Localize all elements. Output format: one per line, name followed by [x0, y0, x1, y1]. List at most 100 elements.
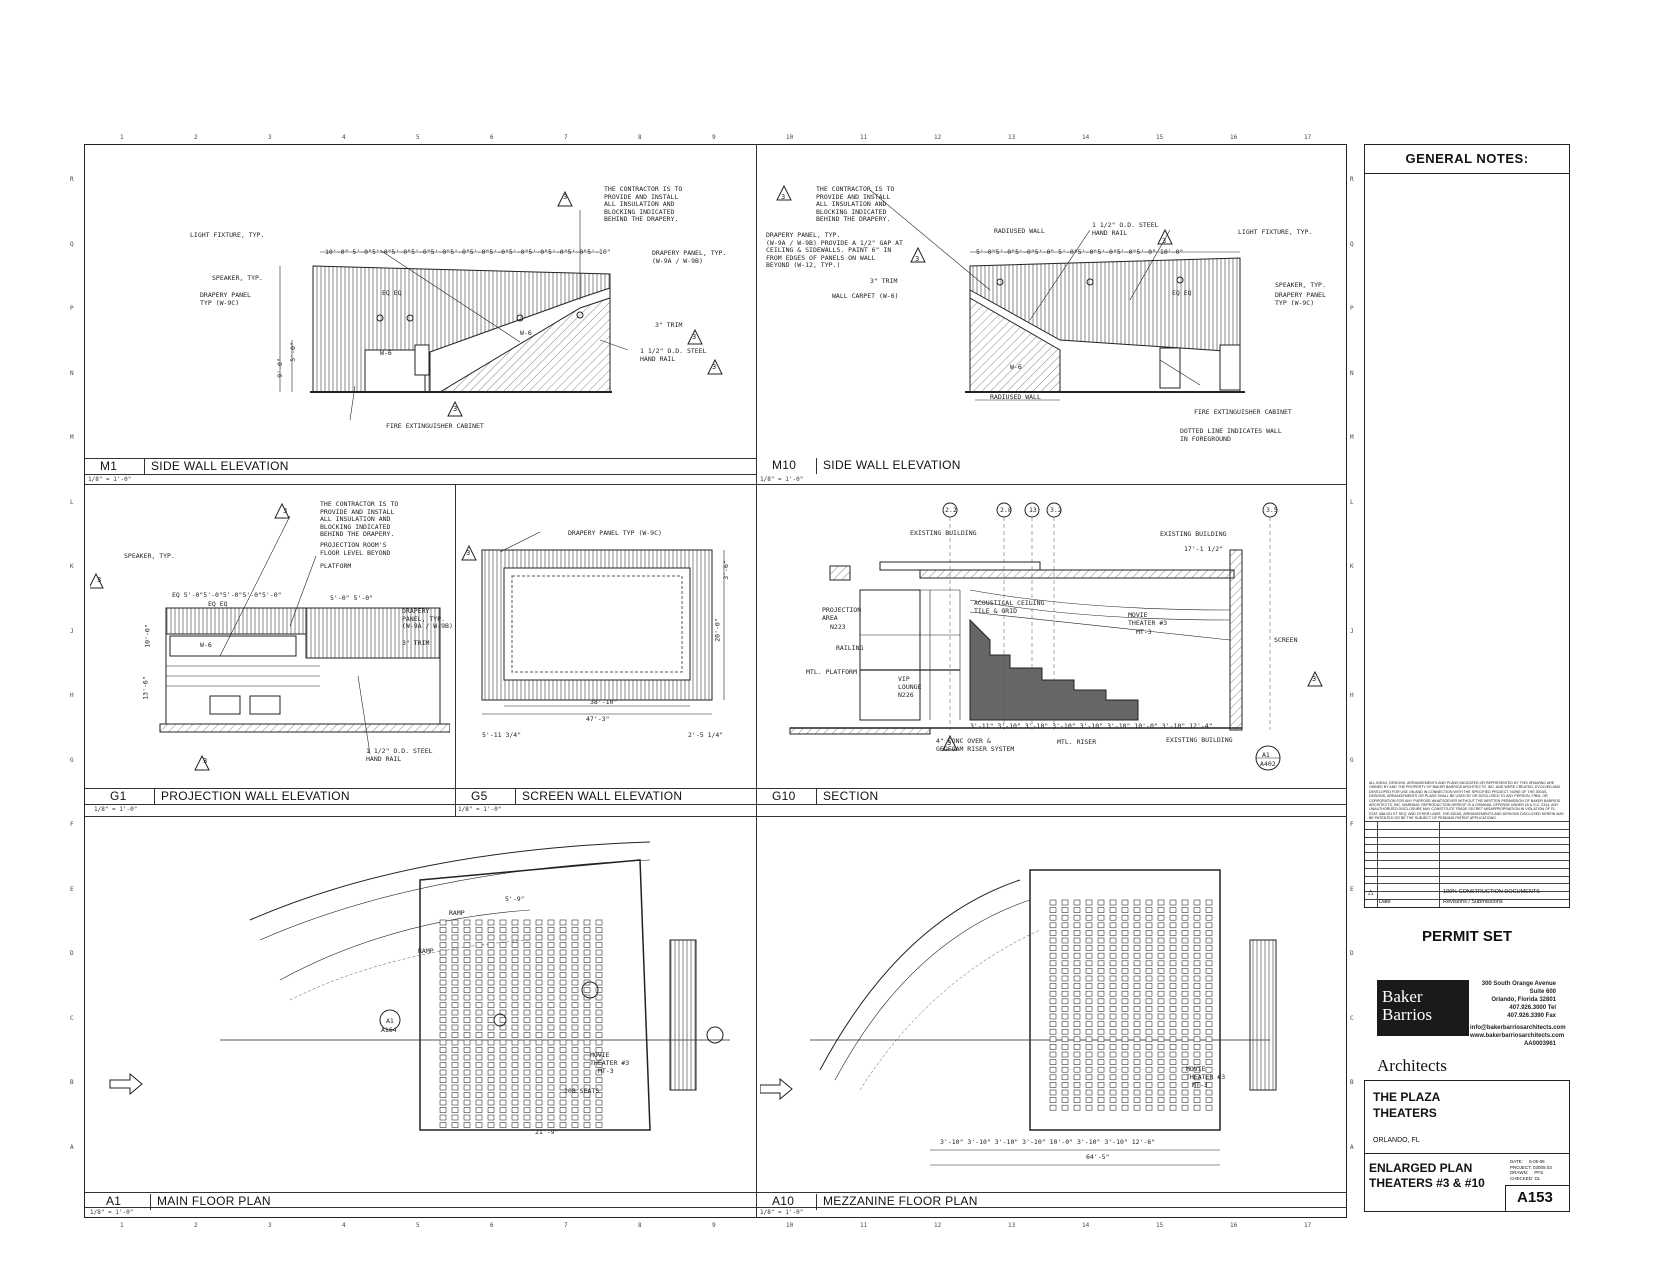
g1-dim-mid: 5'-0" 5'-0" [330, 594, 374, 602]
seat [559, 987, 567, 993]
a1-code: A1 [106, 1194, 122, 1208]
seat [439, 957, 447, 963]
g5-tag-3: 3 [466, 549, 471, 557]
seat [1121, 975, 1129, 982]
seat [1121, 1059, 1129, 1065]
revision-col-line [1377, 821, 1378, 907]
seat [1157, 1013, 1165, 1020]
seat [1157, 1089, 1165, 1096]
seat [511, 927, 519, 933]
seat [475, 979, 483, 986]
seat [487, 1084, 495, 1091]
seat [1049, 930, 1057, 936]
g1-note-contractor: THE CONTRACTOR IS TO PROVIDE AND INSTALL… [320, 500, 399, 538]
seat [1061, 1059, 1069, 1065]
seat [1073, 960, 1081, 967]
seat [1121, 983, 1129, 989]
seat [535, 964, 543, 971]
grid-column-label: 9 [712, 1222, 716, 1229]
grid-row-label: Q [1350, 240, 1354, 248]
seat [595, 949, 603, 956]
seat [1133, 1044, 1141, 1050]
seat [1073, 968, 1081, 974]
seat [1049, 1021, 1057, 1027]
seat [463, 964, 471, 971]
seat [1205, 998, 1213, 1005]
seat [451, 957, 459, 963]
seat [1157, 914, 1165, 921]
grid-column-label: 2 [194, 134, 198, 141]
m10-note-drapery: DRAPERY PANEL, TYP. (W-9A / W-9B) PROVID… [766, 231, 903, 269]
seat [1157, 998, 1165, 1005]
address-line: Orlando, Florida 32801 [1491, 997, 1556, 1003]
seat [1133, 1097, 1141, 1103]
seat [1085, 907, 1093, 913]
m1-dim-left2: 9'-0" [275, 358, 284, 378]
seat [583, 1047, 591, 1053]
seat [463, 979, 471, 986]
seat [535, 957, 543, 963]
seat [1157, 907, 1165, 913]
seat [1085, 937, 1093, 944]
a10-dim-bot: 3'-10" 3'-10" 3'-10" 3'-10" 10'-0" 3'-10… [940, 1138, 1156, 1146]
seat [463, 1107, 471, 1113]
seat [1193, 1097, 1201, 1103]
seat [451, 949, 459, 956]
seat [1049, 922, 1057, 929]
seat [1157, 930, 1165, 936]
seat [583, 1039, 591, 1046]
seat [451, 972, 459, 978]
seat [1061, 983, 1069, 989]
seat [595, 979, 603, 986]
seat [1085, 914, 1093, 921]
seat [1205, 1028, 1213, 1035]
grid-column-label: 12 [934, 1222, 942, 1229]
seat [487, 919, 495, 926]
seat [1073, 1059, 1081, 1065]
seat [1205, 1089, 1213, 1096]
seat [1049, 907, 1057, 913]
seat [439, 1047, 447, 1053]
seat [1049, 1051, 1057, 1058]
seat [559, 919, 567, 926]
seat [1157, 899, 1165, 906]
a10-seat-grid [1049, 899, 1213, 1111]
seat [439, 1002, 447, 1008]
seat [1109, 983, 1117, 989]
grid-column-label: 7 [564, 1222, 568, 1229]
seat [451, 987, 459, 993]
grid-column-label: 12 [934, 134, 942, 141]
grid-column-label: 6 [490, 1222, 494, 1229]
m1-w6: W-6 [380, 349, 392, 357]
seat [511, 994, 519, 1001]
seat [1133, 914, 1141, 921]
seat [559, 1099, 567, 1106]
grid-row-label: G [1350, 756, 1354, 764]
seat [1121, 937, 1129, 944]
m1-dim-top: 10'-0" 5'-0"5'-0"5'-0"5'-0"5'-0"5'-0"5'-… [325, 248, 611, 256]
seat [463, 1114, 471, 1121]
seat [1109, 990, 1117, 997]
seat [1097, 1036, 1105, 1043]
seat [1061, 960, 1069, 967]
seat [451, 919, 459, 926]
seat [523, 1099, 531, 1106]
seat [499, 1099, 507, 1106]
seat [559, 1047, 567, 1053]
seat [1133, 1082, 1141, 1088]
grid-column-label: 13 [1008, 134, 1016, 141]
grid-row-label: M [70, 434, 74, 441]
seat [559, 934, 567, 941]
seat [1061, 1051, 1069, 1058]
revision-row-line [1365, 828, 1569, 830]
seat [1133, 968, 1141, 974]
grid-column-label: 16 [1230, 1222, 1238, 1229]
divider [84, 816, 1347, 817]
seat [1181, 945, 1189, 951]
seat [1085, 1013, 1093, 1020]
seat [1145, 1013, 1153, 1020]
seat [487, 987, 495, 993]
seat [1169, 899, 1177, 906]
seat [1145, 907, 1153, 913]
seat [1157, 960, 1165, 967]
